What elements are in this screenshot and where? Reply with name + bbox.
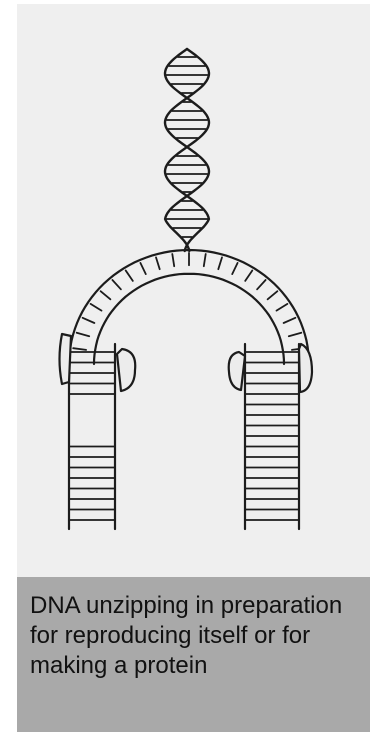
- arch-rung: [289, 333, 302, 337]
- arch-rung: [83, 318, 95, 323]
- illustration-area: [17, 4, 370, 577]
- arch-rung: [245, 271, 252, 281]
- arch-outer-backbone: [69, 250, 309, 364]
- arch-rung: [172, 254, 174, 266]
- arch-rung: [77, 333, 90, 337]
- arch-rung: [140, 263, 145, 274]
- arch-rung: [91, 304, 102, 311]
- arch-rung: [277, 304, 288, 311]
- right-strand: [245, 344, 299, 529]
- arch-rung: [101, 291, 111, 299]
- arch-rung: [284, 318, 296, 323]
- helix-backbone-a: [165, 49, 209, 251]
- double-helix: [165, 49, 209, 251]
- left-strand: [69, 344, 115, 529]
- unzipping-arch: [69, 250, 309, 364]
- arch-rung: [232, 263, 237, 274]
- arch-rung: [268, 291, 278, 299]
- clamp-right-outer: [299, 344, 312, 392]
- clamp-right-inner: [229, 352, 245, 390]
- helix-backbone-b: [165, 49, 209, 251]
- arch-rung: [73, 348, 86, 350]
- arch-rung: [218, 257, 222, 269]
- caption-panel: DNA unzipping in preparation for reprodu…: [17, 577, 370, 732]
- arch-rung: [112, 280, 121, 289]
- dna-unzipping-illustration: [17, 4, 370, 577]
- clamp-left-inner: [117, 349, 135, 391]
- arch-rung: [156, 257, 160, 269]
- clamp-left-outer: [60, 334, 72, 384]
- figure-frame: DNA unzipping in preparation for reprodu…: [17, 4, 370, 732]
- arch-rung: [126, 271, 133, 281]
- arch-rung: [257, 280, 266, 289]
- caption-text: DNA unzipping in preparation for reprodu…: [30, 591, 360, 681]
- arch-rung: [204, 254, 206, 266]
